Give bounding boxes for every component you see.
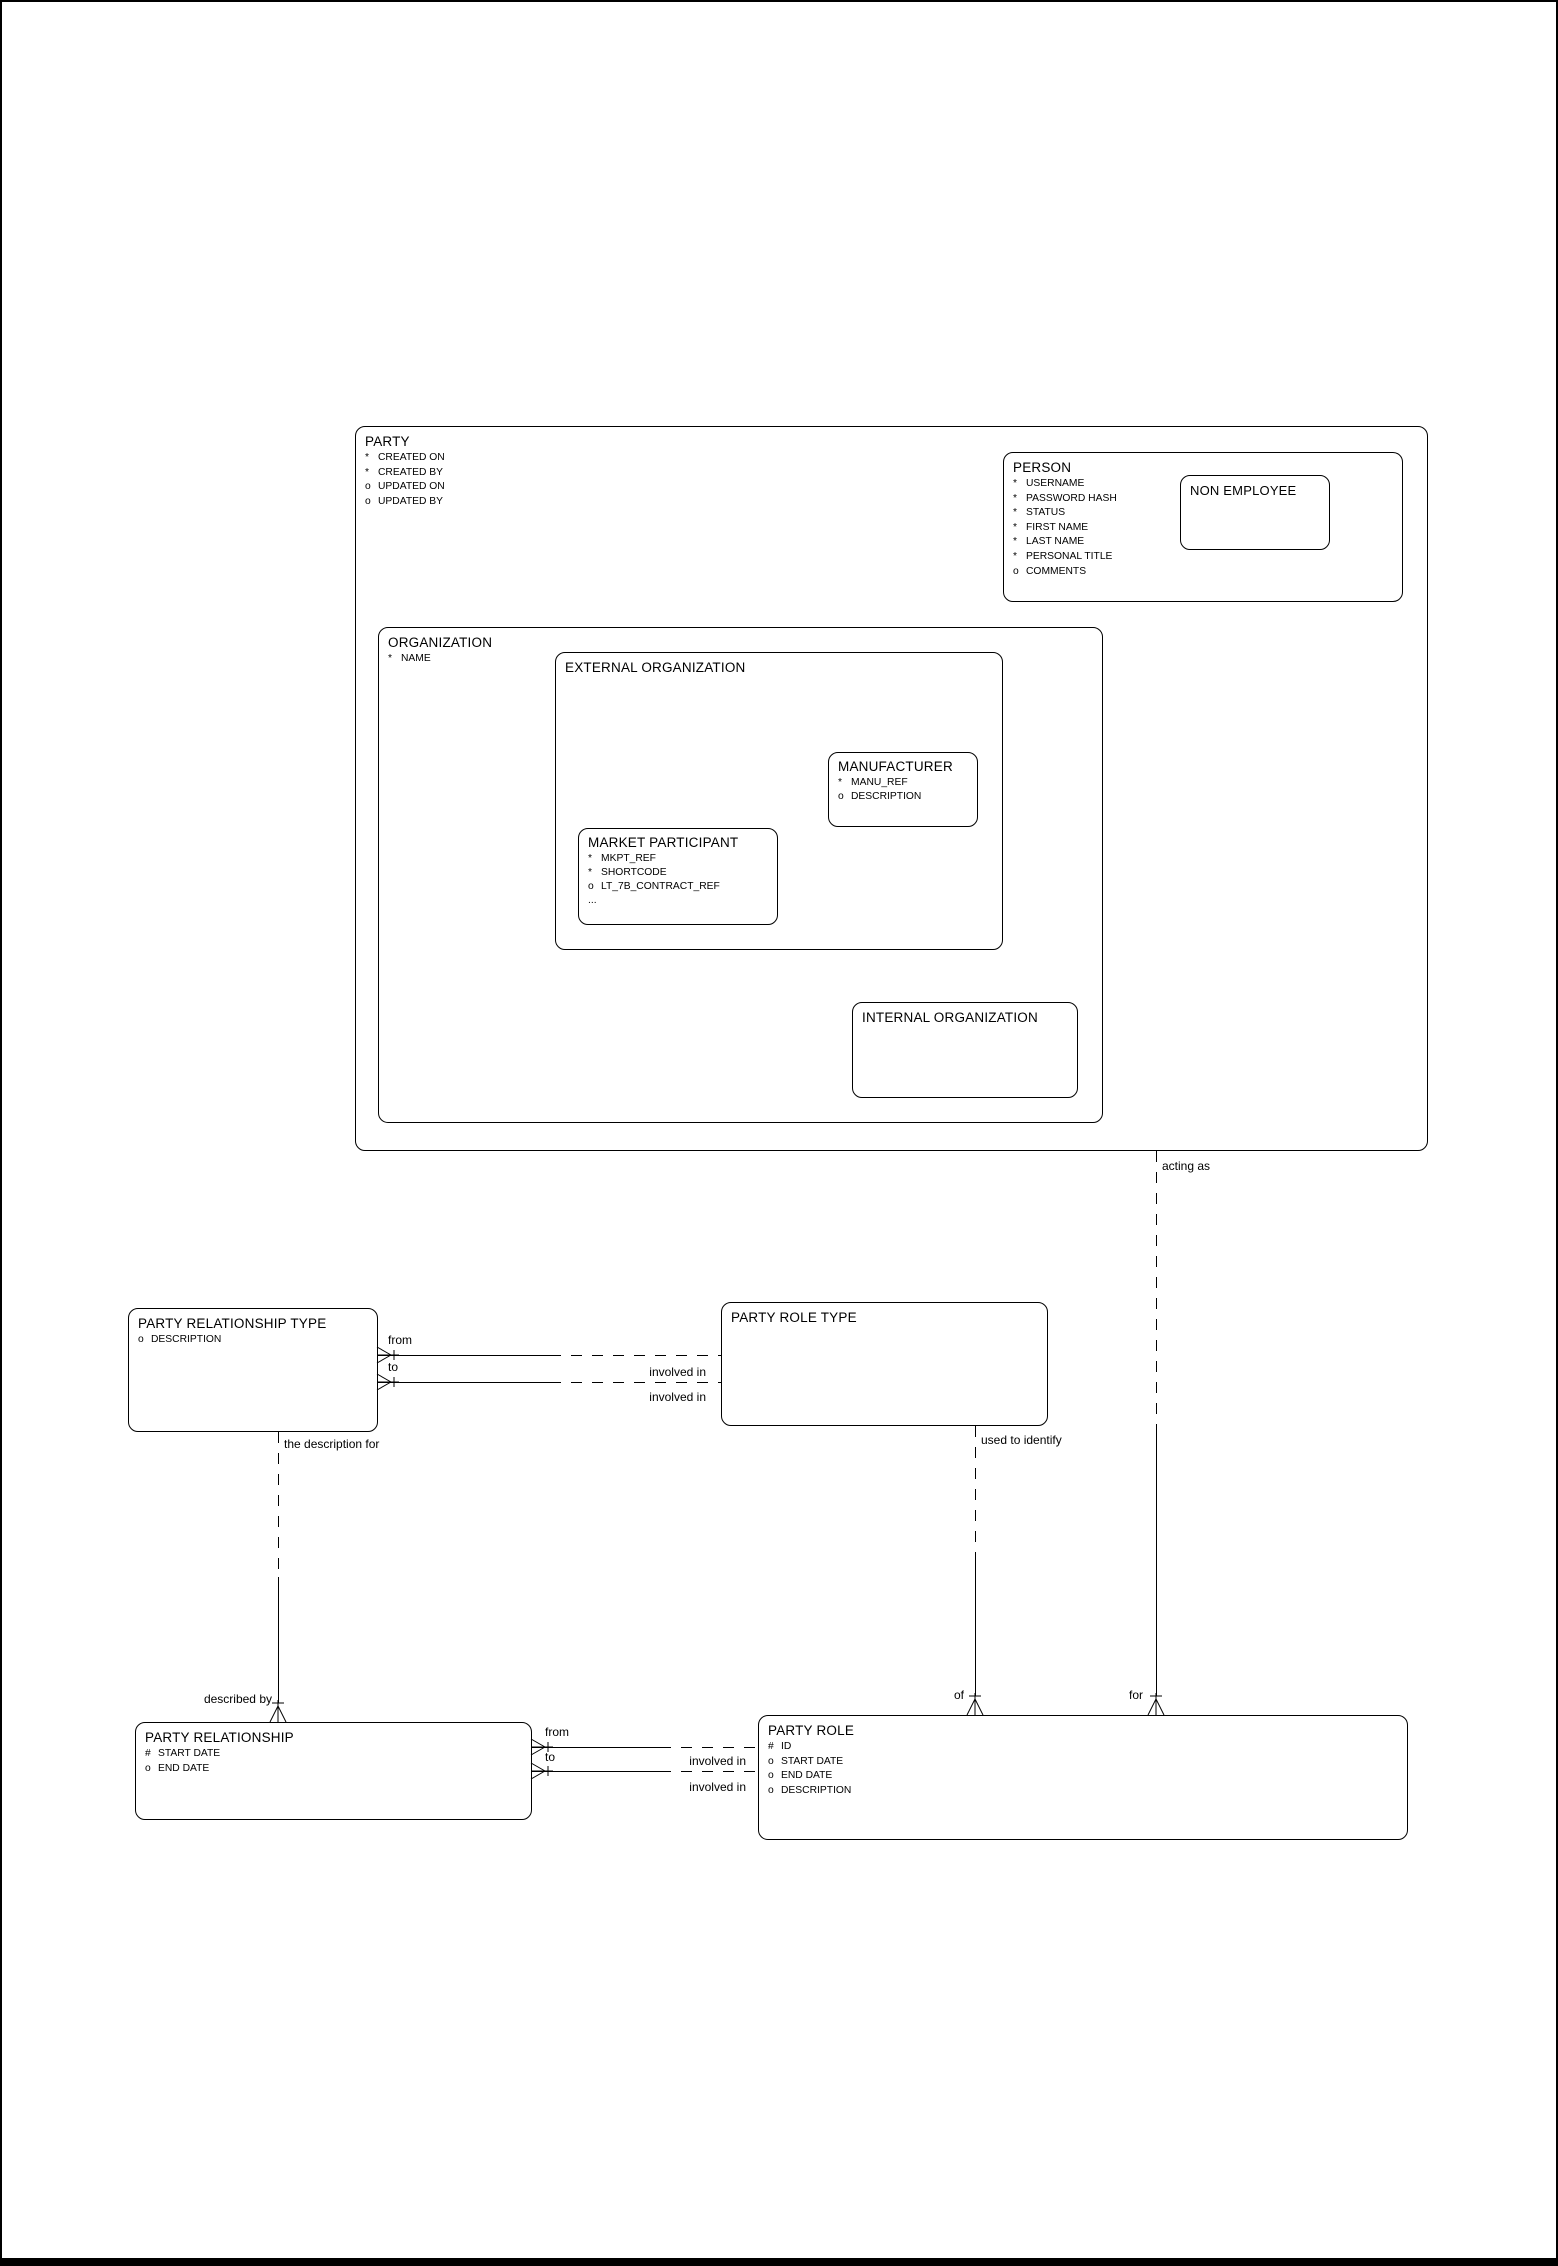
attribute-row: *STATUS [1013,507,1066,519]
entity-market-participant[interactable]: MARKET PARTICIPANT *MKPT_REF *SHORTCODE … [578,828,778,925]
relationship-line-described-dashed [278,1432,279,1577]
attribute-row: *CREATED BY [365,466,444,478]
attribute-row: *PERSONAL TITLE [1013,550,1113,562]
relationship-line-described-solid [278,1577,279,1703]
entity-title: ORGANIZATION [388,635,493,650]
crow-foot-of [966,1693,984,1716]
entity-title: PERSON [1013,460,1072,475]
relationship-line-type-to-solid [378,1382,550,1383]
entity-title: NON EMPLOYEE [1190,483,1297,498]
entity-title: PARTY RELATIONSHIP TYPE [138,1316,327,1331]
relationship-label-to: to [545,1750,556,1764]
crow-foot-described-by [269,1700,287,1723]
relationship-line-identify-dashed [975,1426,976,1556]
relationship-line-rel-from-solid [532,1747,660,1748]
relationship-label-involved-in: involved in [689,1780,746,1794]
relationship-line-type-from-solid [378,1355,550,1356]
attribute-row: *SHORTCODE [588,867,667,878]
relationship-line-rel-from-dashed [660,1747,758,1748]
attribute-row: *USERNAME [1013,478,1085,489]
relationship-line-acting-solid [1156,1433,1157,1696]
entity-title: PARTY ROLE [768,1723,855,1738]
entity-title: MARKET PARTICIPANT [588,835,739,850]
entity-non-employee[interactable]: NON EMPLOYEE [1180,475,1330,550]
attribute-row: #START DATE [145,1748,221,1759]
entity-title: INTERNAL ORGANIZATION [862,1010,1038,1025]
attribute-row: #ID [768,1741,792,1752]
attribute-row: *MANU_REF [838,777,908,788]
entity-title: EXTERNAL ORGANIZATION [565,660,746,675]
relationship-line-identify-solid [975,1556,976,1696]
attribute-row: *PASSWORD HASH [1013,492,1117,504]
attribute-list: *NAME [379,650,1102,667]
relationship-label-involved-in: involved in [649,1390,706,1404]
relationship-label-described-by: described by [203,1692,272,1706]
relationship-label-from: from [545,1725,569,1739]
relationship-line-type-to-dashed [550,1382,721,1383]
crow-foot-type-to [376,1373,399,1391]
entity-title: PARTY ROLE TYPE [731,1310,857,1325]
relationship-label-involved-in: involved in [689,1754,746,1768]
relationship-label-for: for [1128,1688,1143,1702]
crow-foot-type-from [376,1346,399,1364]
crow-foot-for [1147,1693,1165,1716]
relationship-line-acting-dashed [1156,1151,1157,1433]
attribute-row: ... [588,895,597,906]
entity-title: PARTY [365,434,410,449]
entity-title: MANUFACTURER [838,759,953,774]
relationship-line-type-from-dashed [550,1355,721,1356]
relationship-label-involved-in: involved in [649,1365,706,1379]
relationship-line-rel-to-dashed [660,1771,758,1772]
attribute-row: *CREATED ON [365,452,445,463]
entity-title: PARTY RELATIONSHIP [145,1730,294,1745]
relationship-line-rel-to-solid [532,1771,660,1772]
relationship-label-the-description-for: the description for [284,1437,380,1451]
attribute-row: *NAME [388,653,431,664]
crow-foot-rel-from [530,1738,553,1756]
relationship-label-used-to-identify: used to identify [981,1433,1062,1447]
attribute-row: *MKPT_REF [588,853,656,864]
attribute-row: *FIRST NAME [1013,521,1089,533]
attribute-row: *LAST NAME [1013,536,1085,548]
entity-internal-organization[interactable]: INTERNAL ORGANIZATION [852,1002,1078,1098]
relationship-label-from: from [388,1333,412,1347]
entity-party-role-type[interactable]: PARTY ROLE TYPE [721,1302,1048,1426]
relationship-label-of: of [953,1688,964,1702]
relationship-label-acting-as: acting as [1162,1159,1211,1173]
crow-foot-rel-to [530,1762,553,1780]
attribute-list: *USERNAME *PASSWORD HASH *STATUS *FIRST … [1004,475,1402,579]
relationship-label-to: to [388,1360,399,1374]
